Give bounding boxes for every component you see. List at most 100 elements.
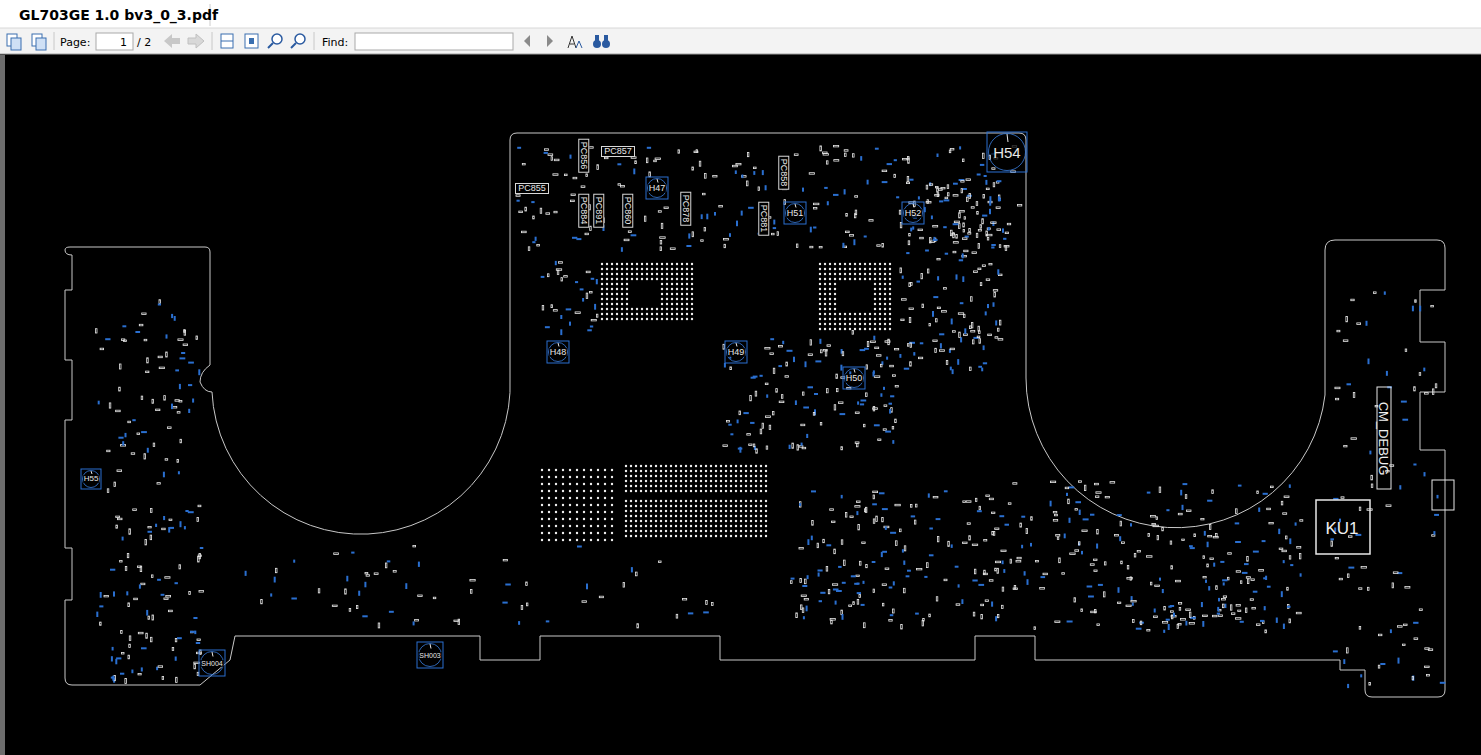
smd-pad — [364, 582, 366, 588]
bga-ball — [671, 288, 673, 290]
bga-ball — [625, 500, 627, 502]
smd-pad — [188, 409, 190, 413]
smd-pad — [528, 247, 530, 251]
bga-ball — [874, 283, 876, 285]
smd-pad — [964, 250, 968, 252]
smd-pad — [807, 539, 809, 545]
bga-ball — [819, 298, 821, 300]
bga-ball — [655, 490, 657, 492]
smd-pad — [393, 571, 396, 573]
bga-ball — [829, 293, 831, 295]
bga-ball — [611, 268, 613, 270]
smd-pad — [846, 213, 848, 216]
find-input — [355, 33, 513, 50]
bga-ball — [681, 273, 683, 275]
smd-pad — [969, 193, 971, 198]
toolbar-border — [0, 28, 1481, 29]
smd-pad — [800, 502, 802, 507]
bga-ball — [665, 515, 667, 517]
smd-pad — [714, 212, 716, 216]
bga-ball — [650, 465, 652, 467]
smd-pad — [951, 319, 953, 325]
smd-pad — [866, 365, 868, 369]
smd-pad — [866, 393, 868, 397]
smd-pad — [122, 325, 126, 327]
bga-ball — [604, 539, 606, 541]
bga-ball — [576, 511, 578, 513]
bga-ball — [655, 530, 657, 532]
smd-pad — [1339, 578, 1342, 580]
smd-pad — [833, 194, 839, 196]
smd-pad — [899, 210, 901, 214]
smd-pad — [802, 608, 804, 613]
bga-ball — [671, 303, 673, 305]
smd-pad — [1412, 306, 1414, 312]
smd-pad — [981, 604, 984, 606]
smd-pad — [1168, 624, 1170, 630]
smd-pad — [747, 434, 751, 436]
bga-ball — [666, 273, 668, 275]
smd-pad — [1041, 576, 1046, 578]
smd-pad — [840, 365, 842, 371]
smd-pad — [165, 459, 168, 461]
bga-ball — [651, 273, 653, 275]
bga-ball — [854, 318, 856, 320]
bga-ball — [640, 500, 642, 502]
smd-pad — [1062, 573, 1065, 575]
bga-ball — [621, 298, 623, 300]
bga-ball — [864, 278, 866, 280]
smd-pad — [1164, 606, 1166, 610]
bga-ball — [645, 510, 647, 512]
smd-pad — [1419, 373, 1421, 376]
smd-pad — [819, 339, 821, 344]
bga-ball — [686, 298, 688, 300]
smd-pad — [995, 561, 1000, 563]
bga-ball — [675, 530, 677, 532]
bga-ball — [819, 273, 821, 275]
bga-ball — [680, 485, 682, 487]
smd-pad — [865, 507, 867, 512]
smd-pad — [1190, 547, 1195, 549]
smd-pad — [888, 339, 890, 345]
bga-ball — [869, 278, 871, 280]
bga-ball — [675, 475, 677, 477]
smd-pad — [805, 579, 807, 584]
bga-ball — [630, 525, 632, 527]
bga-ball — [681, 278, 683, 280]
bga-ball — [834, 308, 836, 310]
smd-pad — [882, 518, 884, 522]
smd-pad — [591, 278, 595, 280]
smd-pad — [704, 228, 706, 232]
smd-pad — [1079, 542, 1081, 545]
smd-pad — [949, 150, 951, 153]
smd-pad — [521, 231, 526, 233]
smd-pad — [1223, 582, 1225, 585]
smd-pad — [929, 554, 934, 556]
bga-ball — [834, 273, 836, 275]
smd-pad — [560, 329, 562, 335]
smd-pad — [1096, 492, 1101, 494]
bga-ball — [604, 476, 606, 478]
smd-pad — [1030, 543, 1032, 547]
smd-pad — [1154, 609, 1156, 613]
smd-pad — [933, 496, 938, 498]
smd-pad — [890, 614, 894, 616]
icon — [576, 41, 582, 48]
smd-pad — [853, 154, 855, 157]
bga-ball — [626, 278, 628, 280]
bga-ball — [576, 469, 578, 471]
smd-pad — [413, 621, 415, 625]
bga-ball — [541, 518, 543, 520]
smd-pad — [907, 177, 909, 182]
smd-pad — [139, 324, 143, 326]
bga-ball — [562, 469, 564, 471]
bga-ball — [606, 293, 608, 295]
bga-ball — [660, 475, 662, 477]
smd-pad — [1433, 531, 1435, 535]
smd-pad — [980, 225, 982, 229]
smd-pad — [765, 348, 770, 350]
smd-pad — [950, 367, 952, 371]
bga-ball — [691, 298, 693, 300]
smd-pad — [1064, 534, 1066, 539]
smd-pad — [1224, 604, 1226, 608]
